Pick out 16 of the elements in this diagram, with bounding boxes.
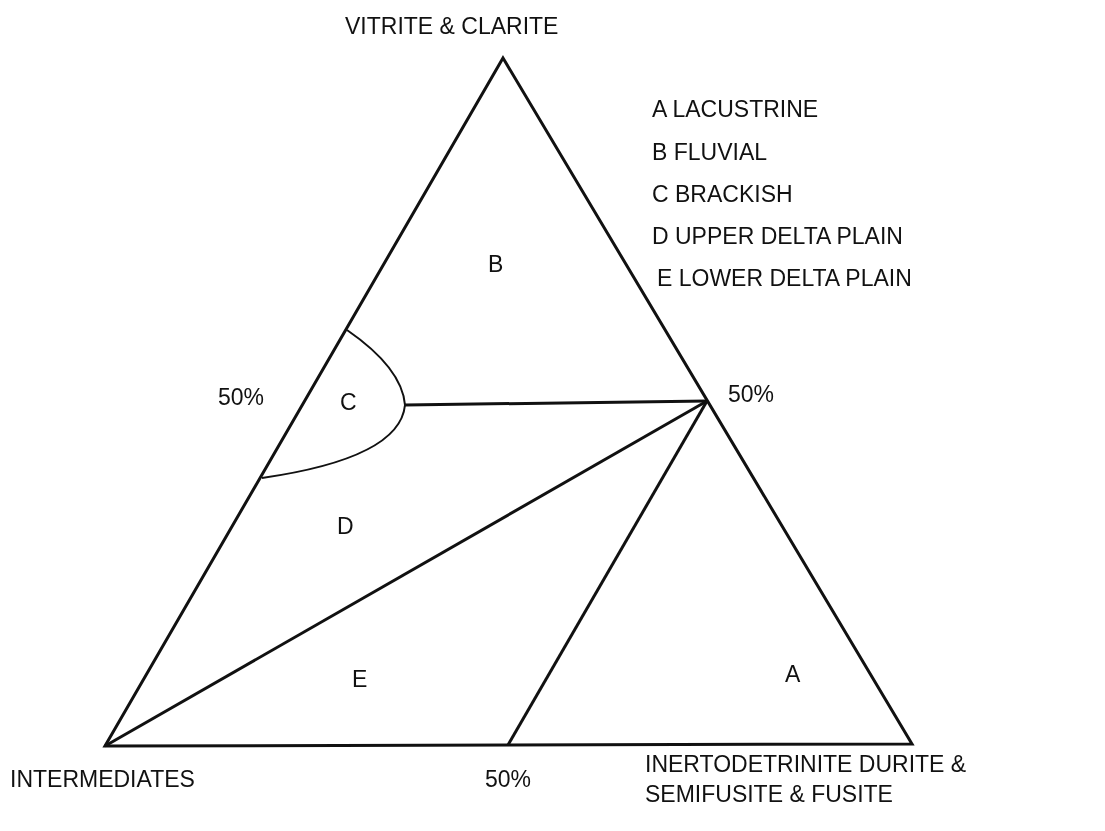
corner-label: VITRITE & CLARITE — [345, 12, 559, 41]
region-letter: D — [337, 512, 354, 541]
percent-label: 50% — [218, 383, 265, 412]
region-letter: C — [340, 388, 357, 417]
key-entry: A LACUSTRINE — [652, 95, 819, 124]
corner-label: INTERMEDIATES — [10, 765, 195, 794]
region-letter: E — [352, 665, 368, 694]
key-entry: B FLUVIAL — [652, 138, 768, 167]
key-entry: C BRACKISH — [652, 180, 793, 209]
key-entry: E LOWER DELTA PLAIN — [657, 264, 912, 293]
key-entry: D UPPER DELTA PLAIN — [652, 222, 903, 251]
corner-label: INERTODETRINITE DURITE & SEMIFUSITE & FUSITE — [645, 750, 968, 809]
region-letter: B — [488, 250, 504, 279]
percent-label: 50% — [728, 380, 775, 409]
percent-label: 50% — [485, 765, 532, 794]
region-letter: A — [785, 660, 801, 689]
